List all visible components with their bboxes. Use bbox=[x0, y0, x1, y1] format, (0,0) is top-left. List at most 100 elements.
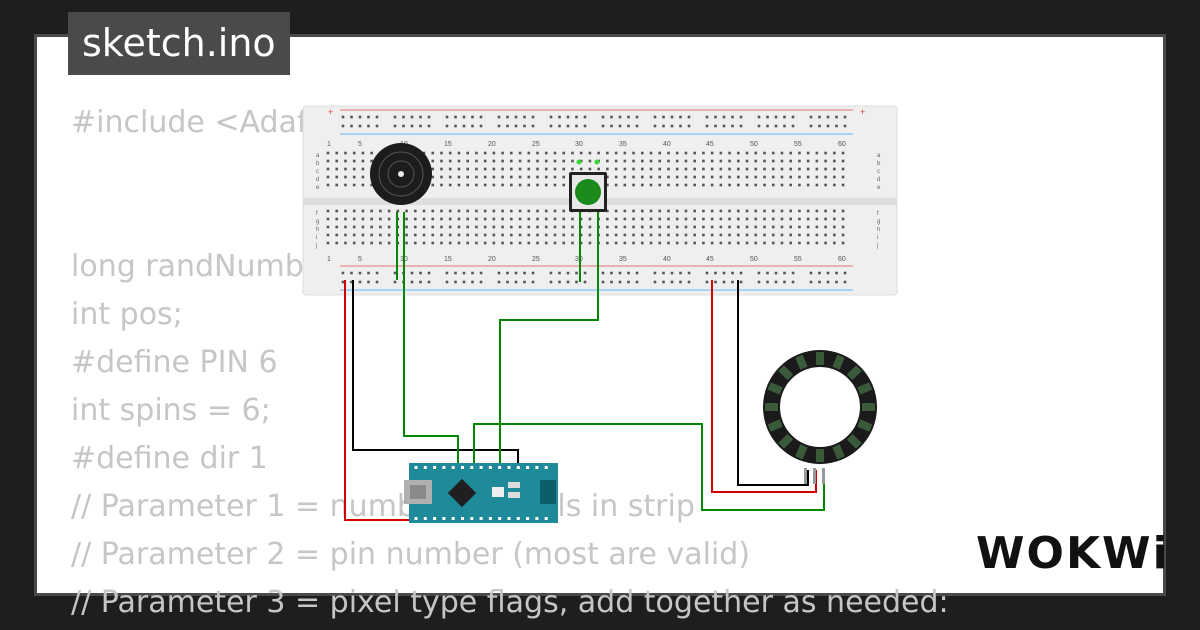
breadboard-hole bbox=[352, 175, 356, 179]
rail-hole bbox=[739, 280, 743, 284]
breadboard-hole bbox=[780, 209, 784, 213]
column-number: 25 bbox=[532, 141, 540, 148]
column-number: 30 bbox=[575, 141, 583, 148]
breadboard-hole bbox=[553, 151, 557, 155]
rail-hole bbox=[679, 124, 682, 128]
rail-hole bbox=[687, 115, 691, 119]
rail-hole bbox=[618, 271, 622, 275]
rail-hole bbox=[610, 124, 613, 128]
breadboard-hole bbox=[632, 167, 635, 171]
breadboard-hole bbox=[675, 159, 679, 163]
breadboard-hole bbox=[667, 159, 670, 163]
breadboard-hole bbox=[763, 159, 766, 163]
rail-hole bbox=[670, 280, 674, 284]
breadboard-hole bbox=[448, 233, 452, 237]
rail-hole bbox=[791, 271, 795, 275]
breadboard-hole bbox=[710, 225, 714, 229]
breadboard-hole bbox=[606, 151, 609, 155]
rail-hole bbox=[601, 271, 605, 275]
rail-hole bbox=[722, 271, 726, 275]
neopixel-led bbox=[846, 433, 862, 449]
rail-hole bbox=[739, 124, 743, 128]
breadboard-hole bbox=[466, 159, 469, 163]
breadboard-hole bbox=[466, 225, 469, 229]
rail-hole bbox=[635, 124, 639, 128]
breadboard-hole bbox=[431, 217, 435, 221]
breadboard-hole bbox=[483, 209, 487, 213]
arduino-pin bbox=[526, 466, 530, 469]
breadboard-hole bbox=[492, 159, 496, 163]
breadboard-hole bbox=[387, 225, 391, 229]
rail-hole bbox=[818, 280, 821, 284]
breadboard-hole bbox=[448, 151, 452, 155]
breadboard-hole bbox=[553, 209, 557, 213]
breadboard-hole bbox=[553, 233, 557, 237]
rail-hole bbox=[826, 271, 830, 275]
neopixel-led bbox=[816, 449, 824, 462]
rail-hole bbox=[549, 280, 553, 284]
rail-hole bbox=[410, 124, 414, 128]
breadboard-hole bbox=[440, 209, 443, 213]
breadboard-hole bbox=[501, 183, 504, 187]
breadboard-hole bbox=[667, 233, 670, 237]
breadboard-hole bbox=[606, 217, 609, 221]
rail-hole bbox=[471, 115, 474, 119]
breadboard-hole bbox=[466, 233, 469, 237]
breadboard-hole bbox=[719, 233, 723, 237]
breadboard-hole bbox=[562, 225, 566, 229]
arduino-pin bbox=[535, 466, 539, 469]
breadboard-hole bbox=[571, 233, 574, 237]
breadboard-hole bbox=[475, 151, 478, 155]
rail-hole bbox=[427, 280, 431, 284]
breadboard-hole bbox=[483, 225, 487, 229]
breadboard-hole bbox=[632, 159, 635, 163]
breadboard-hole bbox=[483, 151, 487, 155]
arduino-pin bbox=[488, 517, 492, 520]
breadboard-hole bbox=[771, 225, 775, 229]
rail-hole bbox=[722, 115, 726, 119]
arduino-pin bbox=[535, 517, 539, 520]
breadboard-hole bbox=[789, 159, 792, 163]
sketch-file-title: sketch.ino bbox=[68, 12, 290, 75]
row-letter: c bbox=[316, 169, 319, 175]
breadboard-hole bbox=[693, 151, 696, 155]
rail-hole bbox=[523, 271, 526, 275]
column-number: 5 bbox=[358, 256, 362, 263]
breadboard-hole bbox=[728, 159, 731, 163]
breadboard-hole bbox=[833, 225, 836, 229]
breadboard-hole bbox=[562, 233, 566, 237]
breadboard-hole bbox=[658, 167, 662, 171]
breadboard-hole bbox=[614, 241, 618, 245]
neopixel-led bbox=[816, 352, 824, 365]
rail-hole bbox=[358, 124, 362, 128]
rail-hole bbox=[774, 280, 778, 284]
breadboard-hole bbox=[457, 183, 461, 187]
breadboard-hole bbox=[745, 183, 749, 187]
breadboard-hole bbox=[414, 241, 417, 245]
breadboard-hole bbox=[710, 175, 714, 179]
rail-hole bbox=[497, 115, 501, 119]
breadboard-hole bbox=[675, 209, 679, 213]
rail-hole bbox=[462, 280, 466, 284]
breadboard-hole bbox=[737, 217, 740, 221]
rail-hole bbox=[766, 271, 769, 275]
breadboard-hole bbox=[457, 151, 461, 155]
breadboard-hole bbox=[387, 233, 391, 237]
rail-hole bbox=[419, 280, 422, 284]
breadboard-hole bbox=[841, 225, 845, 229]
breadboard-hole bbox=[702, 241, 705, 245]
breadboard-hole bbox=[623, 159, 627, 163]
breadboard-hole bbox=[614, 175, 618, 179]
breadboard-hole bbox=[737, 225, 740, 229]
breadboard-hole bbox=[649, 151, 653, 155]
breadboard-hole bbox=[344, 209, 347, 213]
breadboard-hole bbox=[431, 241, 435, 245]
breadboard-hole bbox=[326, 159, 330, 163]
breadboard-hole bbox=[553, 217, 557, 221]
arduino-pin bbox=[498, 466, 502, 469]
breadboard-hole bbox=[501, 209, 504, 213]
breadboard-hole bbox=[745, 241, 749, 245]
rail-hole bbox=[705, 280, 709, 284]
breadboard-hole bbox=[806, 151, 810, 155]
breadboard-hole bbox=[326, 225, 330, 229]
